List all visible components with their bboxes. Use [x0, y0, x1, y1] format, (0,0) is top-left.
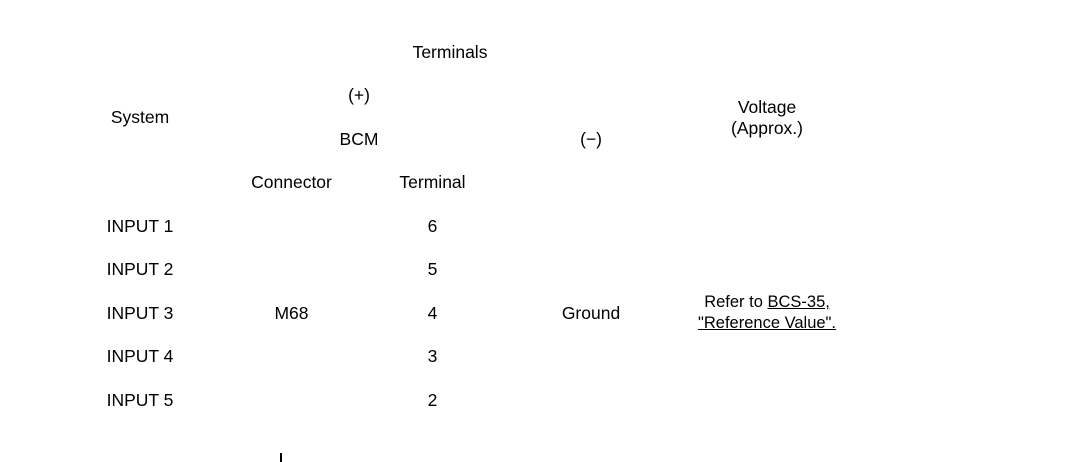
header-terminals: Terminals [218, 31, 683, 75]
spec-table-container: System Terminals Voltage (Approx.) (+) (… [62, 31, 853, 462]
header-voltage: Voltage (Approx.) [682, 31, 853, 205]
cell-system: INPUT 1 [62, 204, 218, 249]
cell-system: INPUT 2 [62, 248, 218, 292]
voltage-reference-link[interactable]: BCS-35, "Reference Value". [698, 292, 837, 333]
cell-terminal: 4 [365, 291, 500, 336]
voltage-reference-prefix: Refer to [704, 292, 768, 311]
table-row: INPUT 2 5 [62, 248, 852, 292]
cell-terminal: 6 [365, 204, 500, 249]
cell-voltage-reference: Refer to BCS-35, "Reference Value". [682, 204, 853, 422]
table-row: INPUT 1 M68 6 Ground Refer to BCS-35, "R… [62, 204, 853, 422]
cell-connector-value: M68 [218, 204, 365, 422]
cell-terminal: 3 [365, 335, 500, 379]
table-row: INPUT 5 2 [62, 378, 852, 422]
header-positive: (+) [218, 74, 500, 118]
header-bcm: BCM [218, 117, 500, 162]
table-row: INPUT 3 4 [62, 291, 852, 336]
header-row-bcm: BCM [62, 117, 852, 162]
header-terminal: Terminal [365, 161, 500, 205]
header-voltage-line1: Voltage [737, 96, 797, 117]
bcm-terminal-table: System Terminals Voltage (Approx.) (+) (… [62, 31, 853, 422]
cell-terminal: 5 [365, 248, 500, 292]
header-connector: Connector [218, 161, 365, 205]
header-negative: (−) [500, 74, 683, 205]
header-voltage-line2: (Approx.) [731, 117, 803, 138]
bottom-tick-mark [280, 453, 282, 462]
cell-terminal: 2 [365, 378, 500, 422]
table-row: INPUT 4 3 [62, 335, 852, 379]
header-row-connector-terminal: Connector Terminal [62, 161, 852, 205]
header-row-polarity: (+) (−) [62, 74, 852, 205]
header-row-terminals: System Terminals Voltage (Approx.) [62, 31, 853, 205]
cell-system: INPUT 4 [62, 335, 218, 379]
header-system: System [62, 31, 218, 205]
cell-system: INPUT 5 [62, 378, 218, 422]
cell-ground-value: Ground [500, 204, 683, 422]
cell-system: INPUT 3 [62, 291, 218, 336]
